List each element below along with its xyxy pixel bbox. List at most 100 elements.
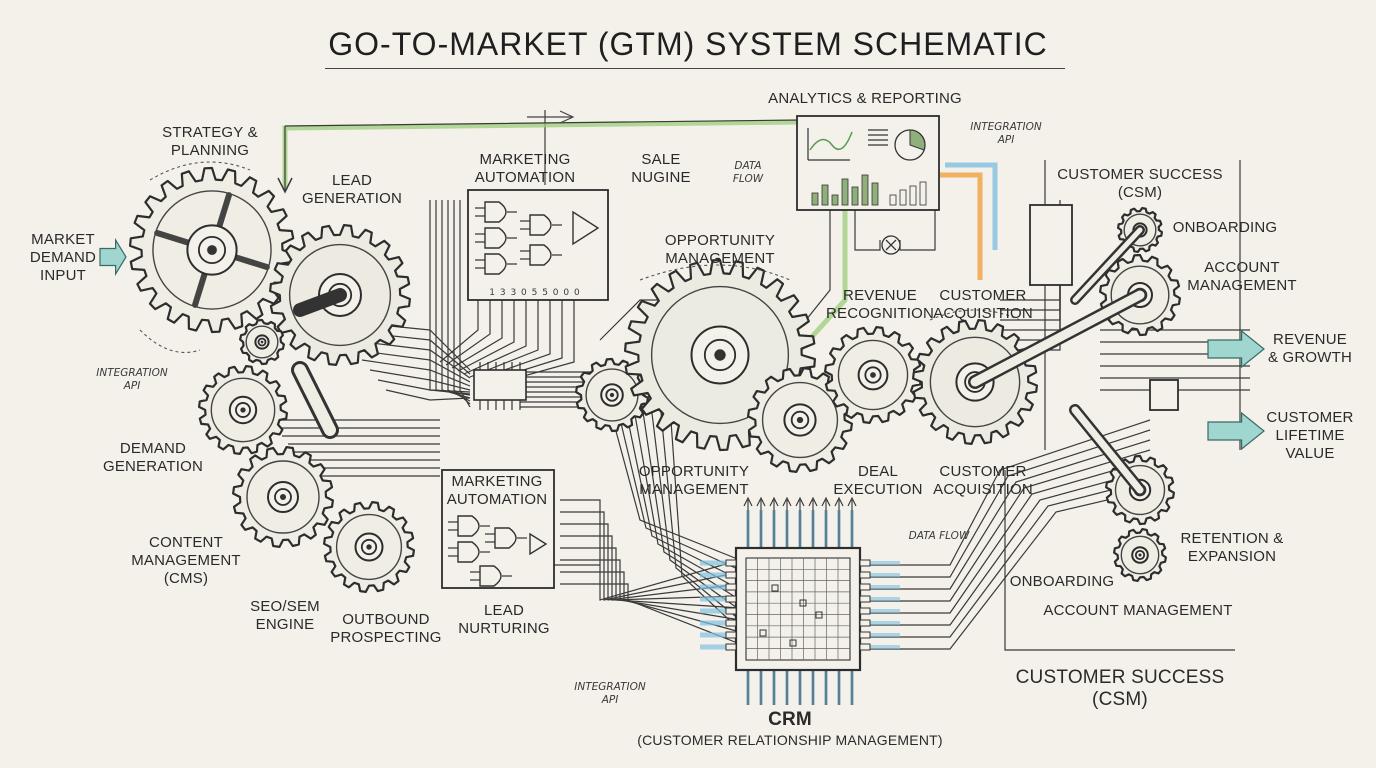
circuit-trace — [1004, 470, 1235, 651]
label-crm: CRM — [768, 709, 812, 730]
gear-icon — [323, 501, 415, 593]
logic-gate-icon — [520, 244, 562, 266]
green-data-flow — [798, 205, 848, 352]
gear-icon — [239, 318, 285, 366]
orange-integration-flow — [940, 172, 983, 280]
circuit-trace — [560, 535, 741, 601]
circuit-trace — [459, 200, 471, 408]
circuit-trace — [860, 419, 1151, 566]
motion-arc — [139, 329, 201, 354]
motion-arc — [149, 161, 251, 181]
chip-pin-numbers: 1 3 3 0 5 5 0 0 0 — [489, 288, 581, 298]
logic-gate-icon — [448, 515, 490, 537]
gear-icon — [1113, 528, 1167, 582]
label-opportunity-management-top: OPPORTUNITY MANAGEMENT — [664, 232, 776, 267]
circuit-trace — [520, 371, 741, 561]
bar-chart-icon — [807, 128, 927, 206]
arrow-up-icon — [821, 496, 831, 507]
buffer-gate-icon — [529, 532, 548, 556]
arrow-up-icon — [756, 496, 766, 507]
circuit-trace — [429, 200, 471, 393]
gear-icon — [129, 166, 295, 334]
label-market-demand-input: MARKET DEMAND INPUT — [29, 231, 97, 284]
circuit-trace — [445, 300, 491, 366]
label-crm-full: (CUSTOMER RELATIONSHIP MANAGEMENT) — [637, 732, 943, 748]
gear-icon — [575, 357, 649, 433]
label-onboarding-bottom: ONBOARDING — [1009, 573, 1115, 590]
circuit-trace — [860, 489, 1151, 650]
circuit-trace — [439, 300, 479, 363]
label-customer-success-top: CUSTOMER SUCCESS (CSM) — [1057, 166, 1223, 201]
market-demand-arrow-icon — [99, 237, 127, 277]
label-account-management-bottom: ACCOUNT MANAGEMENT — [1043, 602, 1233, 619]
logic-gate-icon — [475, 227, 517, 249]
note-integration-api-top: INTEGRATION API — [970, 121, 1042, 146]
gear-icon — [824, 326, 922, 424]
arrow-up-icon — [769, 496, 779, 507]
gear-icon — [747, 367, 853, 473]
label-sale-nugine: SALE NUGINE — [631, 151, 691, 186]
label-revenue-growth: REVENUE & GROWTH — [1267, 331, 1353, 366]
circuit-trace — [520, 381, 741, 581]
marketing-automation-bottom-module — [441, 469, 555, 589]
logic-gate-icon — [448, 541, 490, 563]
label-outbound-prospecting: OUTBOUND PROSPECTING — [330, 611, 442, 646]
motion-arc — [639, 264, 791, 281]
arrow-up-icon — [808, 496, 818, 507]
microchip-icon — [473, 369, 527, 401]
arrow-down-icon — [277, 177, 293, 194]
circuit-trace — [385, 389, 471, 401]
circuit-trace — [560, 559, 741, 621]
logic-gate-icon — [520, 214, 562, 236]
crm-microchip-icon — [725, 546, 871, 672]
label-deal-execution: DEAL EXECUTION — [833, 463, 923, 498]
circuit-trace — [860, 459, 1151, 614]
csm-amplifier-module — [1149, 379, 1179, 411]
circuit-trace — [560, 571, 741, 633]
label-marketing-automation-top: MARKETING AUTOMATION — [474, 151, 576, 186]
label-customer-lifetime-value: CUSTOMER LIFETIME VALUE — [1266, 409, 1354, 462]
arrow-up-icon — [795, 496, 805, 507]
label-lead-nurturing: LEAD NURTURING — [458, 602, 550, 637]
circuit-wires — [270, 110, 1250, 651]
label-marketing-automation-bottom: MARKETING AUTOMATION — [446, 473, 548, 508]
circuit-trace — [463, 300, 527, 375]
logic-gate-icon — [475, 201, 517, 223]
circuit-trace — [860, 469, 1151, 626]
colored-data-flows — [277, 110, 998, 705]
buffer-gate-icon — [572, 210, 600, 246]
logic-gate-icon — [475, 253, 517, 275]
label-retention-expansion: RETENTION & EXPANSION — [1180, 530, 1284, 565]
circuit-trace — [520, 386, 741, 591]
circuit-trace — [860, 439, 1151, 590]
circuit-trace — [860, 479, 1151, 638]
label-seo-sem-engine: SEO/SEM ENGINE — [250, 598, 320, 633]
circuit-trace — [860, 429, 1151, 578]
label-customer-success-bottom: CUSTOMER SUCCESS (CSM) — [1015, 667, 1225, 710]
page-title: GO-TO-MARKET (GTM) SYSTEM SCHEMATIC — [328, 26, 1048, 62]
label-analytics-reporting: ANALYTICS & REPORTING — [768, 90, 962, 107]
label-lead-generation: LEAD GENERATION — [301, 172, 403, 207]
csm-logic-module — [1029, 204, 1073, 286]
label-account-management-right: ACCOUNT MANAGEMENT — [1187, 259, 1297, 294]
arrow-up-icon — [834, 496, 844, 507]
circuit-trace — [520, 376, 741, 571]
note-integration-api-bottom: INTEGRATION API — [574, 681, 646, 706]
revenue-growth-arrow-icon — [1207, 329, 1265, 369]
module-boxes — [441, 115, 1179, 672]
customer-lifetime-value-arrow-icon — [1207, 411, 1265, 451]
note-data-flow-bottom: DATA FLOW — [908, 530, 970, 542]
io-arrows — [99, 161, 1265, 451]
label-revenue-recognition: REVENUE RECOGNITION — [825, 287, 935, 322]
logic-gate-icon — [485, 527, 527, 549]
gear-train — [129, 166, 1181, 593]
blue-integration-flow — [945, 162, 998, 250]
feedback-line — [284, 119, 801, 192]
label-onboarding-right: ONBOARDING — [1172, 219, 1278, 236]
crank-arm-icon — [291, 225, 1147, 496]
label-customer-acquisition-bottom: CUSTOMER ACQUISITION — [933, 463, 1033, 498]
label-demand-generation: DEMAND GENERATION — [102, 440, 204, 475]
pie-chart-icon — [894, 129, 926, 161]
